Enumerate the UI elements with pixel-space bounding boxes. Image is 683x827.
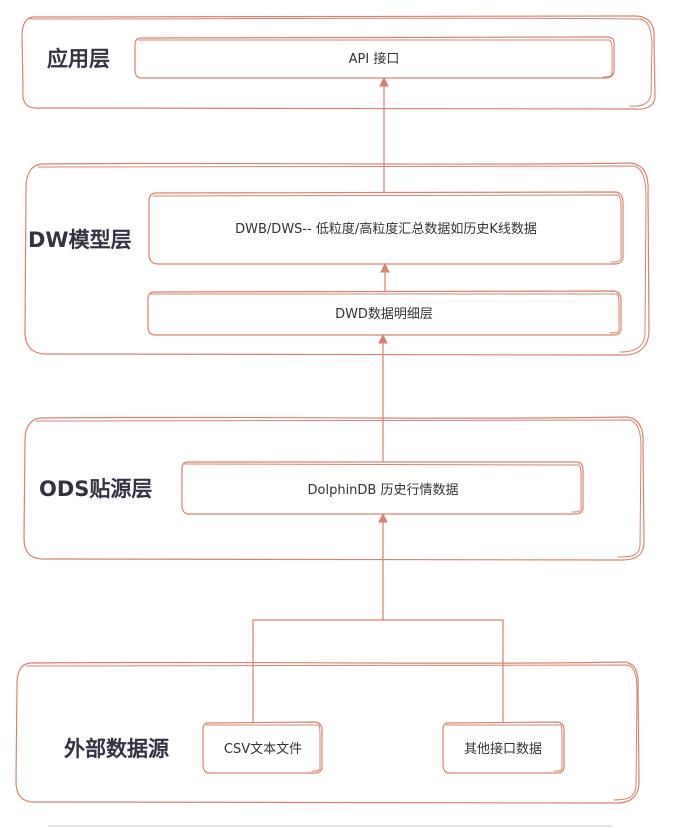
connector-csv [252,619,383,723]
layer-dw: DW模型层 DWB/DWS-- 低粒度/高粒度汇总数据如历史K线数据 DWD数据… [24,162,650,356]
node-dolphindb-label: DolphinDB 历史行情数据 [308,483,459,498]
layer-dw-frame [24,162,650,356]
node-dws-label: DWB/DWS-- 低粒度/高粒度汇总数据如历史K线数据 [235,221,537,237]
node-dwd-label: DWD数据明细层 [335,307,433,322]
layer-app: 应用层 API 接口 [21,15,656,110]
layer-external-title: 外部数据源 [64,737,169,761]
layer-external: 外部数据源 CSV文本文件 其他接口数据 [15,661,640,804]
layer-app-frame [21,15,656,110]
node-csv[interactable]: CSV文本文件 [202,721,323,774]
node-dwd[interactable]: DWD数据明细层 [147,290,622,336]
node-csv-label: CSV文本文件 [224,742,302,757]
layer-dw-title: DW模型层 [28,228,132,252]
node-dolphindb[interactable]: DolphinDB 历史行情数据 [181,461,584,515]
node-dws[interactable]: DWB/DWS-- 低粒度/高粒度汇总数据如历史K线数据 [148,191,624,265]
connector-other [383,619,504,723]
node-other[interactable]: 其他接口数据 [442,721,565,774]
node-other-label: 其他接口数据 [464,741,542,757]
node-api-label: API 接口 [349,51,400,67]
layer-ods: ODS贴源层 DolphinDB 历史行情数据 [23,416,645,561]
layer-ods-title: ODS贴源层 [39,477,152,501]
layer-external-frame [15,661,640,804]
layer-ods-frame [23,416,645,561]
connectors [252,82,504,723]
node-api[interactable]: API 接口 [134,36,615,79]
layer-app-title: 应用层 [47,47,110,71]
